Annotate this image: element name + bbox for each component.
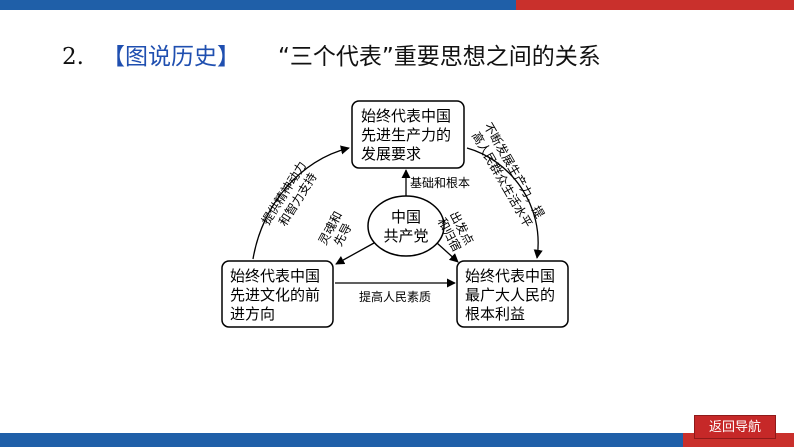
center-ellipse <box>367 195 445 257</box>
arrow-center-to-left <box>335 242 375 265</box>
node-left-box <box>221 260 334 328</box>
arrow-left-to-top <box>252 145 350 260</box>
center-line-1: 中国 <box>391 208 421 226</box>
edge-label-center-top: 基础和根本 <box>410 176 470 190</box>
edge-label-left-right: 提高人民素质 <box>359 289 431 304</box>
top-color-bar <box>0 0 794 10</box>
heading-tag: 【图说历史】 <box>101 44 240 70</box>
node-right-line-1: 始终代表中国 <box>465 267 555 285</box>
arrow-center-to-right <box>436 242 459 263</box>
arrow-top-to-right <box>466 147 543 259</box>
node-top-line-1: 始终代表中国 <box>361 107 451 125</box>
bottom-color-bar <box>0 433 794 447</box>
center-line-2: 共产党 <box>383 227 428 245</box>
node-left-line-2: 先进文化的前 <box>230 286 320 304</box>
heading-title: “三个代表”重要思想之间的关系 <box>277 44 601 70</box>
back-to-nav-button[interactable]: 返回导航 <box>694 415 776 439</box>
node-right-line-3: 根本利益 <box>465 305 525 323</box>
node-right-line-2: 最广大人民的 <box>465 286 555 304</box>
node-top-line-2: 先进生产力的 <box>361 126 451 144</box>
page-heading: 2. 【图说历史】 “三个代表”重要思想之间的关系 <box>62 40 601 74</box>
node-left-line-3: 进方向 <box>230 305 275 323</box>
node-top-line-3: 发展要求 <box>361 145 421 163</box>
node-top-box <box>351 100 465 169</box>
node-left-line-1: 始终代表中国 <box>230 267 320 285</box>
heading-number: 2. <box>62 44 84 70</box>
node-right-box <box>456 260 569 328</box>
